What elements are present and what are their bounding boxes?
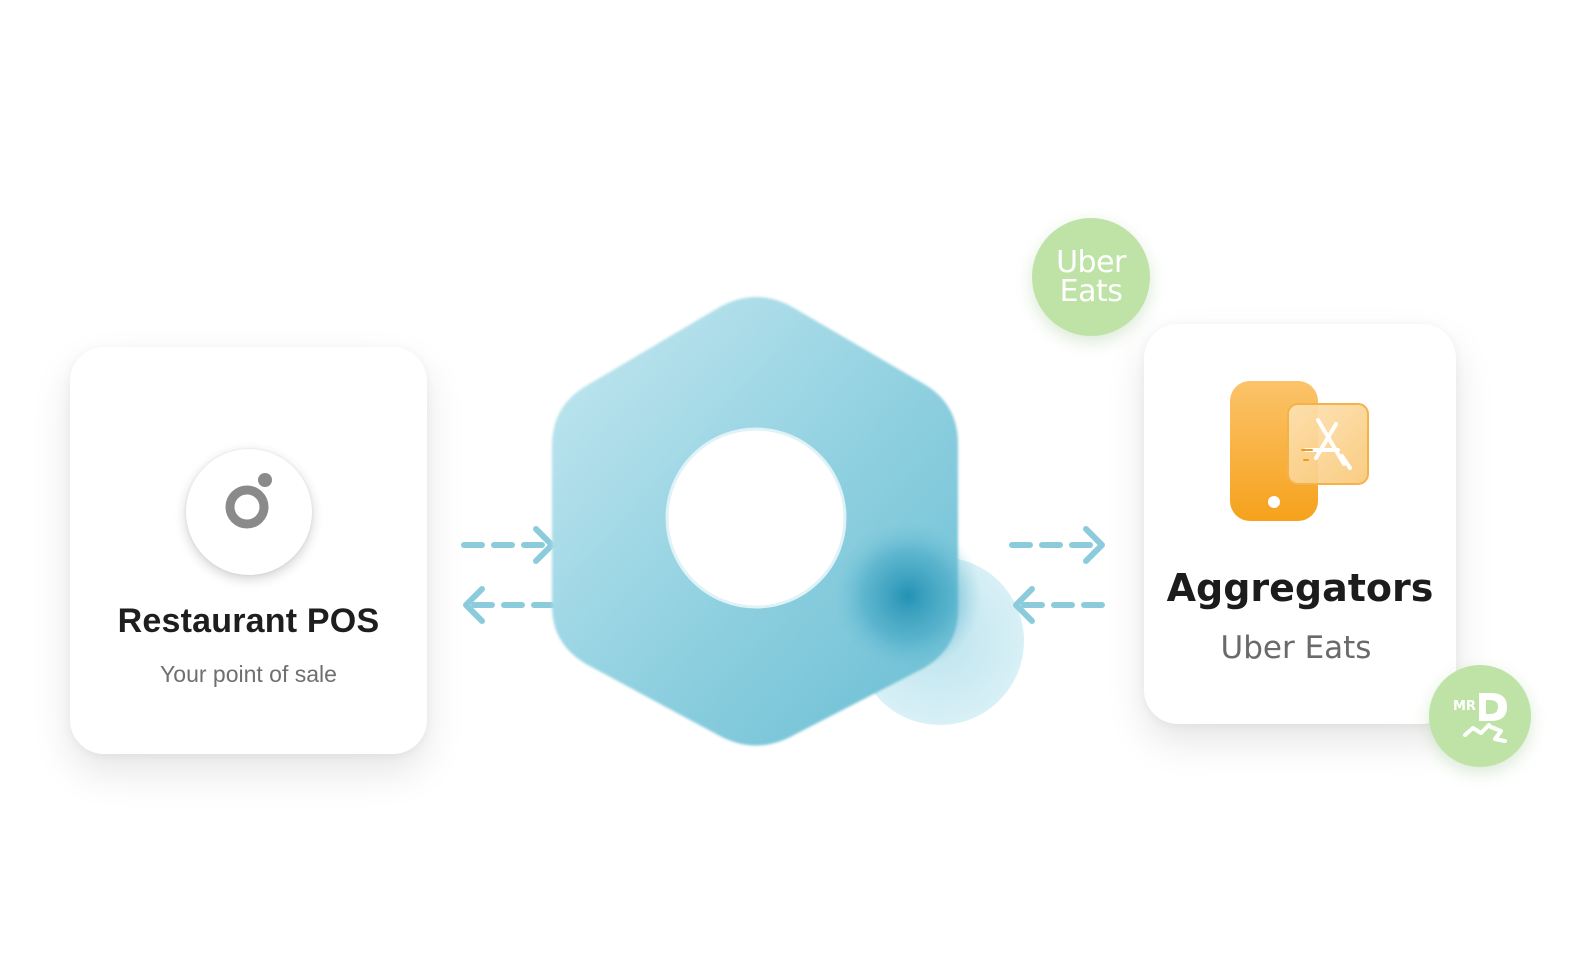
mr-d-runner-icon — [1463, 693, 1507, 743]
phone-app-store-icon — [1230, 381, 1369, 521]
aggregators-title: Aggregators — [1166, 566, 1434, 610]
pos-subtitle: Your point of sale — [160, 661, 337, 687]
aggregators-subtitle: Uber Eats — [1220, 630, 1372, 666]
uber-eats-logo-line2: Eats — [1059, 274, 1123, 309]
pos-ring-icon — [186, 449, 312, 575]
uber-eats-logo: Uber Eats — [1032, 218, 1150, 336]
aggregators-card: Aggregators Uber Eats — [1144, 324, 1456, 724]
restaurant-pos-card: Restaurant POS Your point of sale — [70, 347, 427, 754]
uber-eats-logo-line1: Uber — [1056, 245, 1126, 280]
mr-d-logo: MR — [1429, 665, 1531, 767]
mr-d-logo-small-text: MR — [1453, 699, 1476, 714]
hexagon-ring-icon — [552, 297, 1024, 746]
arrow-from-hub-icon — [463, 586, 557, 624]
arrow-to-aggregators-icon — [1009, 526, 1105, 564]
pos-title: Restaurant POS — [117, 602, 380, 640]
arrow-from-aggregators-icon — [1013, 586, 1105, 624]
